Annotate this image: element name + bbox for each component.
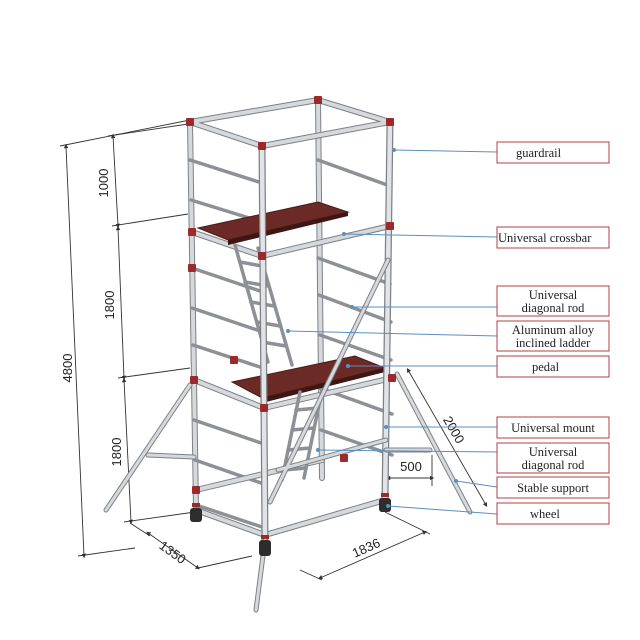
label-diagonal-rod-lower: Universal diagonal rod: [496, 442, 610, 474]
dim-lower-level: 1800: [109, 438, 124, 467]
dim-guardrail-height: 1000: [96, 169, 111, 198]
label-ladder-line2: inclined ladder: [516, 336, 591, 350]
label-pedal-text: pedal: [532, 360, 560, 374]
dim-support-offset: 500: [400, 459, 422, 474]
label-diagonal-rod-upper-line1: Universal: [529, 288, 578, 302]
label-crossbar-text: Universal crossbar: [498, 231, 592, 245]
leader-dots: [286, 148, 458, 508]
dim-base-depth: 1350: [157, 538, 189, 567]
label-guardrail-text: guardrail: [516, 146, 562, 160]
label-diagonal-rod-lower-line2: diagonal rod: [522, 458, 586, 472]
label-guardrail: guardrail: [496, 141, 610, 164]
leader-lines: [287, 149, 498, 515]
label-pedal: pedal: [496, 355, 610, 378]
dim-total-height: 4800: [60, 354, 75, 383]
dim-base-length: 1836: [350, 535, 383, 560]
label-diagonal-rod-lower-line1: Universal: [529, 445, 578, 459]
label-wheel: wheel: [496, 502, 610, 525]
label-support: Stable support: [496, 476, 610, 499]
label-wheel-text: wheel: [530, 507, 560, 521]
scaffold-frame: [103, 96, 473, 613]
dimension-lines: [59, 119, 488, 581]
dim-upper-level: 1800: [102, 291, 117, 320]
label-support-text: Stable support: [517, 481, 589, 495]
label-mount-text: Universal mount: [511, 421, 595, 435]
part-labels: guardrail Universal crossbar Universal d…: [496, 141, 610, 525]
label-ladder-line1: Aluminum alloy: [512, 323, 595, 337]
label-crossbar: Universal crossbar: [496, 226, 610, 249]
label-mount: Universal mount: [496, 416, 610, 439]
dim-support-length: 2000: [440, 413, 467, 446]
label-diagonal-rod-upper: Universal diagonal rod: [496, 285, 610, 317]
label-diagonal-rod-upper-line2: diagonal rod: [522, 301, 586, 315]
label-ladder: Aluminum alloy inclined ladder: [496, 320, 610, 352]
wheels: [190, 493, 391, 556]
